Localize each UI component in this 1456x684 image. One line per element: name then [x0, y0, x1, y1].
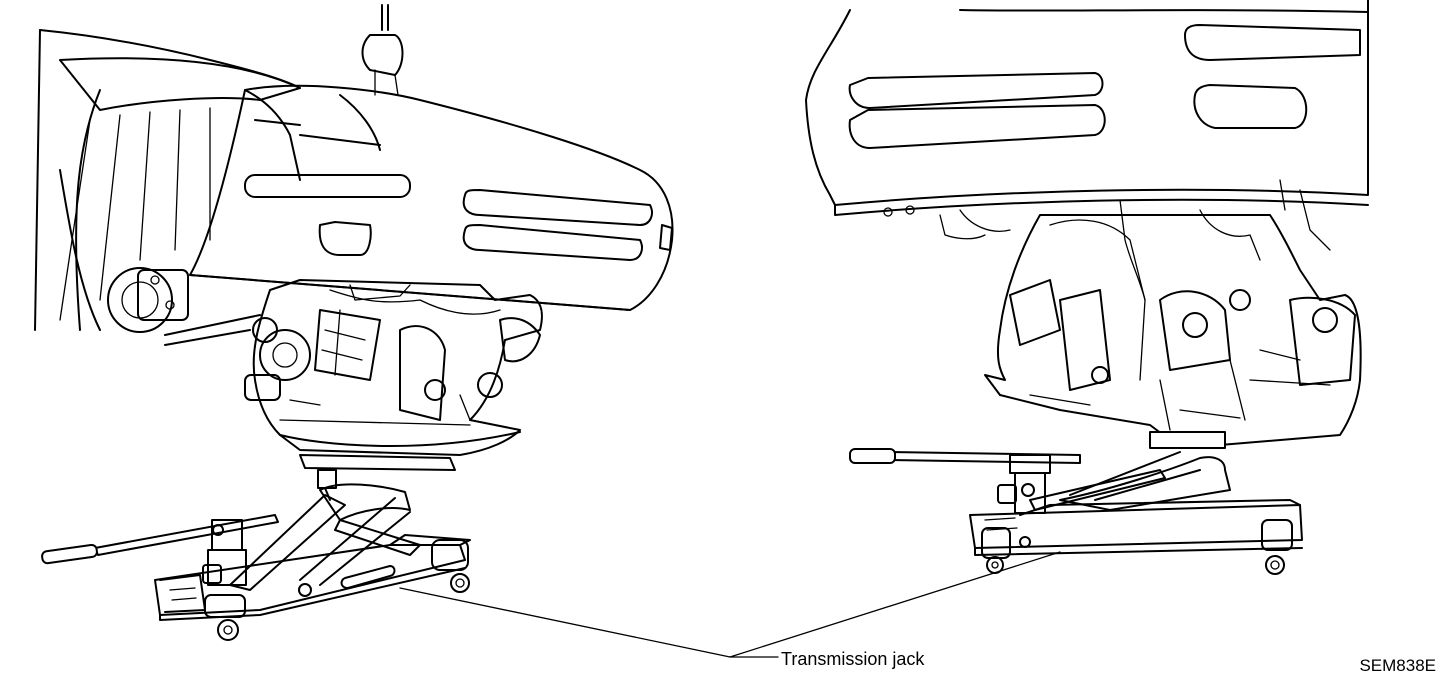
leader-line-right [729, 551, 1061, 658]
leader-line-left [399, 587, 779, 658]
left-engine-assembly [244, 279, 543, 456]
left-jack-wheels [204, 539, 470, 641]
left-view [34, 4, 674, 641]
left-transmission-jack [41, 454, 471, 641]
figure-code: SEM838E [1359, 656, 1436, 675]
callout-leaders [399, 551, 1061, 658]
left-front-bumper [189, 84, 674, 311]
right-engine-assembly [939, 179, 1362, 446]
right-front-bumper [805, 0, 1369, 217]
right-view [805, 0, 1369, 575]
left-wheel-housing [34, 29, 301, 331]
right-transmission-jack [849, 431, 1303, 575]
right-jack-wheels [981, 519, 1293, 575]
left-brake-hub [107, 267, 261, 346]
left-hoist-chain [361, 4, 404, 96]
callout-label-transmission-jack: Transmission jack [781, 649, 925, 669]
